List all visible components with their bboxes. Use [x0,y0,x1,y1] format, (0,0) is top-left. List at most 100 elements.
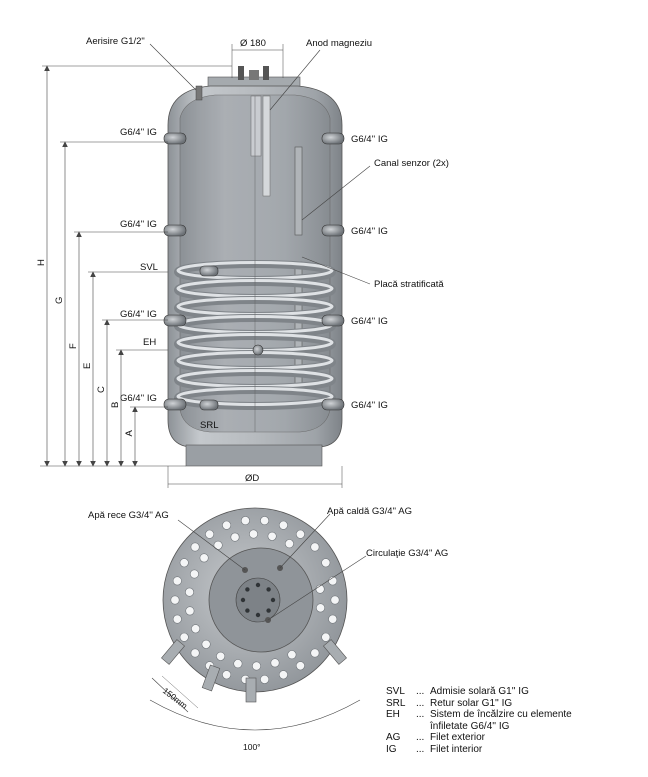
flange-bolts [240,565,283,623]
left-port-label: G6/4'' IG [120,393,157,404]
insulation-hole [287,650,297,660]
dim-label: C [96,386,107,393]
flange-bolt [266,587,271,592]
insulation-hole [284,539,294,549]
insulation-hole [222,520,232,530]
aerisire-label: Aerisire G1/2" [86,36,145,47]
insulation-hole [260,674,270,684]
right-port [321,314,345,327]
insulation-hole [267,531,277,541]
circulatie-label: Circulaţie G3/4'' AG [366,548,448,559]
insulation-hole [321,632,331,642]
svl-label: SVL [140,262,158,273]
tank-base [185,444,323,467]
insulation-hole [278,520,288,530]
legend-text-continued: înfiletate G6/4'' IG [430,720,510,732]
insulation-hole [321,558,331,568]
insulation-hole [189,569,199,579]
legend-dots: ... [416,709,425,720]
angle-arc [149,699,361,731]
diameter-bottom-label: ØD [245,473,259,484]
legend-text: Admisie solară G1'' IG [430,686,529,697]
sensor-channel [294,146,303,236]
insulation-hole [252,661,262,671]
flange-bolt [245,587,250,592]
left-port-label: G6/4'' IG [120,127,157,138]
insulation-hole [310,542,320,552]
left-port [163,398,187,411]
flange-bolt [266,608,271,613]
dim-150-label: 150mm [161,686,189,711]
top-fitting-center [249,70,259,80]
flange-bolt [245,608,250,613]
legend-dots: ... [416,686,425,697]
dim-label: G [54,297,65,304]
flange-bolt [255,612,261,618]
right-port [321,398,345,411]
insulation-hole [249,529,259,539]
legend-key: AG [386,732,401,743]
srl-label: SRL [200,420,218,431]
side-ports: G6/4'' IG G6/4'' IG G6/4'' IG G6/4'' IG G6/4… [120,127,388,411]
eh-label: EH [143,337,156,348]
legend-text: Filet interior [430,743,483,755]
left-port [163,314,187,327]
srl-port [199,399,219,411]
legend-key: SRL [386,697,406,709]
insulation-hole [179,558,189,568]
vent-fitting [195,85,203,101]
insulation-hole [190,542,200,552]
canal-label: Canal senzor (2x) [374,158,449,169]
legend-key: EH [386,709,400,720]
insulation-hole [222,670,232,680]
bottom-pipes [161,639,347,703]
dim-label: B [110,402,121,408]
left-port [163,132,187,145]
insulation-hole [172,576,182,586]
placa-label: Placă stratificată [374,279,444,290]
svl-port [199,265,219,277]
insulation-hole [213,540,223,550]
legend-row: SVL...Admisie solară G1'' IG [386,686,630,698]
right-port-label: G6/4'' IG [351,226,388,237]
insulation-hole [185,606,195,616]
legend-row: IG...Filet interior [386,744,630,756]
right-port-label: G6/4'' IG [351,316,388,327]
left-port-label: G6/4'' IG [120,309,157,320]
insulation-hole [185,587,195,597]
top-fitting-right [263,66,269,80]
insulation-hole [260,516,270,526]
insulation-hole [201,639,211,649]
side-view: G6/4'' IG G6/4'' IG G6/4'' IG G6/4'' IG G6/4… [36,36,449,488]
flange-bolt [270,597,276,603]
anod-label: Anod magneziu [306,38,372,49]
dim-label: F [68,343,79,349]
insulation-hole [172,614,182,624]
insulation-hole [240,516,250,526]
legend-dots: ... [416,732,425,743]
insulation-hole [216,651,226,661]
left-port-label: G6/4'' IG [120,219,157,230]
insulation-hole [310,648,320,658]
dim-label: H [36,259,47,266]
insulation-hole [295,529,305,539]
anode-rod-lower [262,95,271,197]
legend-row: AG...Filet exterior [386,732,630,744]
insulation-hole [295,661,305,671]
legend-dots: ... [416,697,425,709]
angle-label: 100° [243,742,261,752]
right-port-label: G6/4'' IG [351,400,388,411]
legend-row: EH... Sistem de încălzire cu elemente [386,709,630,721]
legend-text: Retur solar G1'' IG [430,697,513,709]
insulation-hole [190,648,200,658]
apa-rece-label: Apă rece G3/4'' AG [88,510,169,521]
insulation-hole [205,529,215,539]
insulation-hole [179,632,189,642]
flange-bolt [240,597,246,603]
insulation-hole [230,532,240,542]
anode-rod [250,95,262,157]
insulation-hole [270,658,280,668]
legend-text: Sistem de încălzire cu elemente [430,709,572,720]
